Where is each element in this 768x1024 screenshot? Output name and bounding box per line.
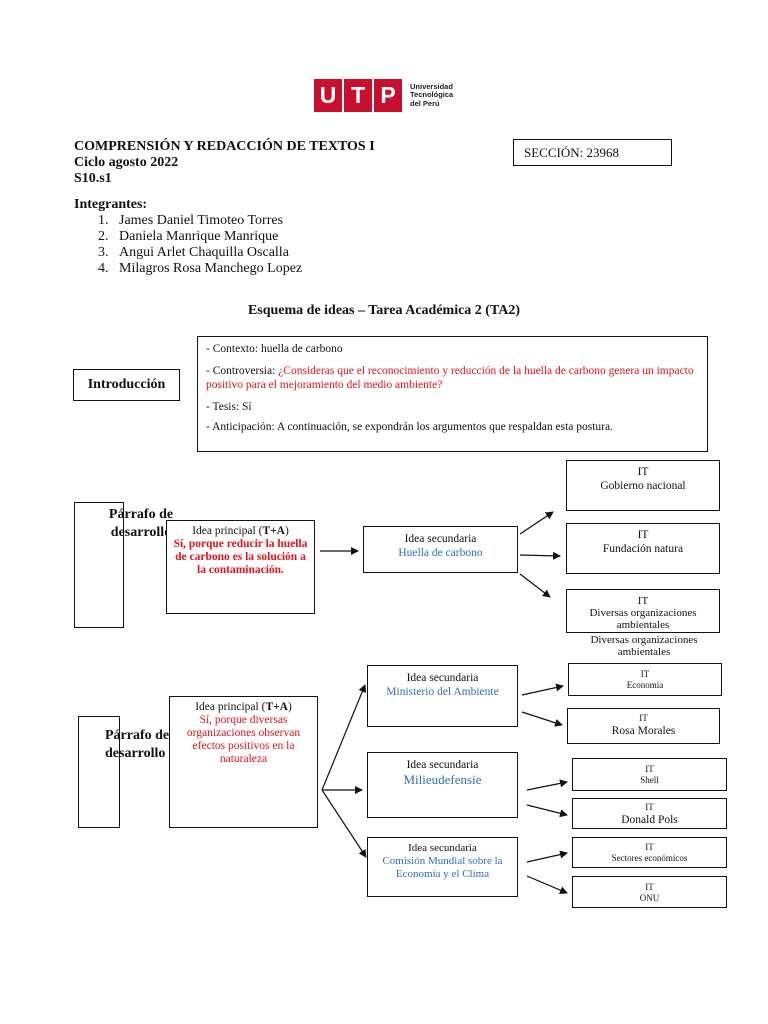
p1-main-idea-box: Idea principal (T+A) Sí, porque reducir …	[166, 520, 315, 614]
intro-context: - Contexto: huella de carbono	[206, 343, 343, 355]
intro-anticipation: - Anticipación: A continuación, se expon…	[206, 421, 613, 433]
logo-letter: U	[314, 79, 342, 112]
secondary-title: Idea secundaria	[406, 672, 479, 684]
arrow	[526, 875, 568, 894]
secondary-text: Comisión Mundial sobre la Economía y el …	[382, 855, 503, 880]
logo-university-name: Universidad Tecnológica del Perú	[410, 81, 454, 108]
intro-controversy: - Controversia: ¿Consideras que el recon…	[206, 365, 694, 391]
secondary-title: Idea secundaria	[408, 842, 477, 854]
p1-label: Párrafo de desarrollo	[108, 507, 174, 540]
members-title: Integrantes:	[74, 197, 148, 212]
course-cycle: Ciclo agosto 2022	[74, 155, 179, 170]
intro-content-box: - Contexto: huella de carbono - Controve…	[197, 336, 708, 452]
p1-main-idea-title: Idea principal (T+A)	[192, 525, 289, 537]
arrow	[519, 573, 551, 598]
member-item: 2.Daniela Manrique Manrique	[98, 229, 279, 244]
it-text: Diversas organizaciones ambientales	[589, 607, 697, 631]
it-text: Gobierno nacional	[600, 480, 686, 492]
it-text: ONU	[639, 893, 660, 903]
p2-secondary-box: Idea secundaria Ministerio del Ambiente	[367, 665, 518, 727]
p2-label: Párrafo de desarrollo	[105, 728, 170, 761]
secondary-title: Idea secundaria	[406, 759, 479, 771]
utp-logo: U T P Universidad Tecnológica del Perú	[314, 79, 453, 112]
p2-main-idea-text: Sí, porque diversas organizaciones obser…	[186, 714, 301, 765]
course-title: COMPRENSIÓN Y REDACCIÓN DE TEXTOS I	[74, 139, 375, 154]
intro-thesis: - Tesis: Sí	[206, 401, 252, 413]
arrow	[526, 779, 568, 791]
arrow	[321, 684, 367, 791]
member-item: 3.Angui Arlet Chaquilla Oscalla	[98, 245, 289, 260]
it-text: Sectores económicos	[611, 853, 688, 863]
arrow	[519, 551, 561, 560]
p1-secondary-box: Idea secundaria Huella de carbono	[363, 526, 518, 573]
arrow	[519, 511, 554, 535]
intro-label-box: Introducción	[73, 369, 180, 401]
section-label: SECCIÓN: 23968	[524, 145, 619, 160]
it-text: Shell	[640, 775, 659, 785]
logo-letter: P	[374, 79, 402, 112]
member-item: 1.James Daniel Timoteo Torres	[98, 213, 284, 228]
arrow	[521, 683, 564, 696]
p2-main-idea-box: Idea principal (T+A) Sí, porque diversas…	[169, 696, 318, 828]
section-box: SECCIÓN: 23968	[513, 139, 672, 166]
course-session: S10.s1	[74, 171, 112, 186]
p2-label-box	[78, 716, 120, 828]
arrow	[321, 789, 367, 858]
it-text: Donald Pols	[621, 814, 678, 826]
secondary-title: Idea secundaria	[404, 533, 477, 545]
p2-main-idea-title: Idea principal (T+A)	[195, 701, 292, 713]
logo-letter: T	[344, 79, 372, 112]
arrow	[526, 850, 568, 863]
member-item: 4.Milagros Rosa Manchego Lopez	[98, 261, 303, 276]
p2-secondary-box: Idea secundaria Comisión Mundial sobre l…	[367, 837, 518, 897]
p1-label-box	[74, 502, 124, 628]
it-text: Economía	[626, 680, 664, 690]
it-text: Rosa Morales	[611, 725, 676, 737]
secondary-text: Milieudefensie	[403, 772, 482, 787]
arrow	[521, 711, 563, 727]
p2-secondary-box: Idea secundaria Milieudefensie	[367, 752, 518, 818]
arrow	[526, 804, 568, 818]
it-text: Fundación natura	[602, 543, 684, 555]
intro-label: Introducción	[87, 377, 166, 392]
secondary-text: Huella de carbono	[398, 547, 483, 559]
p1-main-idea-text: Sí, porque reducir la huella de carbono …	[173, 538, 308, 576]
scheme-title: Esquema de ideas – Tarea Académica 2 (TA…	[247, 303, 521, 318]
p1-it-overflow-text: Diversas organizaciones ambientales	[590, 634, 698, 658]
secondary-text: Ministerio del Ambiente	[386, 686, 499, 698]
